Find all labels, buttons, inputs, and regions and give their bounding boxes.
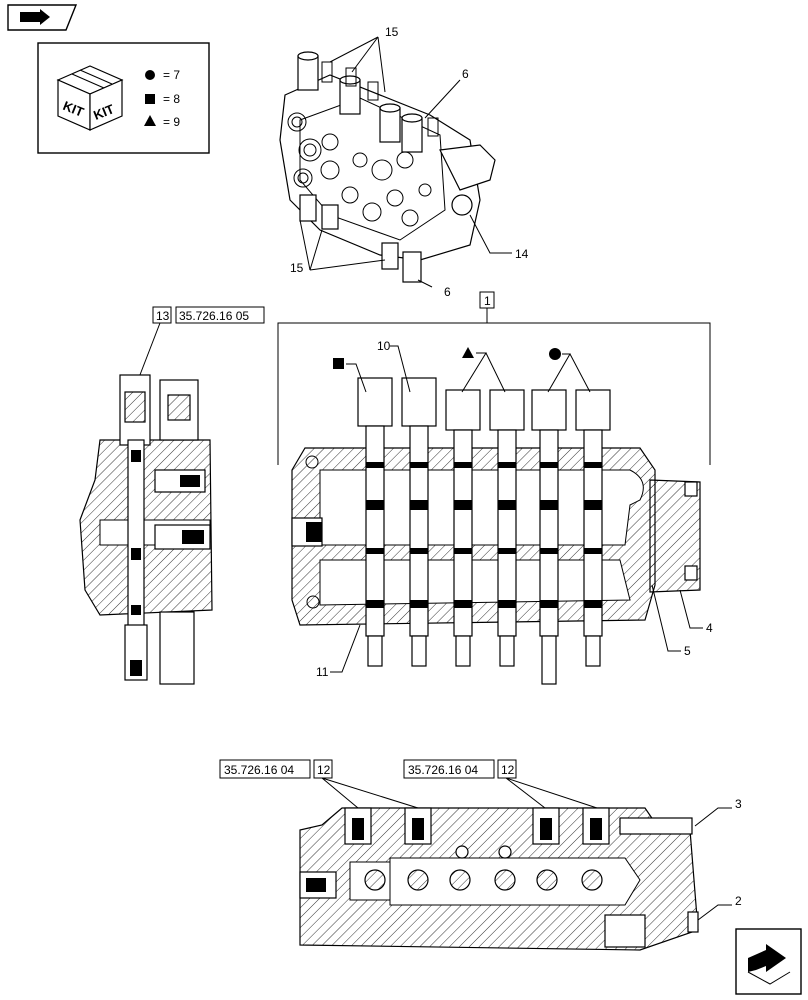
valve-3d-view xyxy=(279,51,496,283)
callout-5: 5 xyxy=(684,644,691,658)
spool-5 xyxy=(531,389,567,685)
callout-1: 1 xyxy=(484,294,491,308)
callout-14: 14 xyxy=(515,247,529,261)
kit-label-right: KIT xyxy=(91,101,116,123)
callout-11: 11 xyxy=(316,665,329,679)
spool-4 xyxy=(489,389,525,667)
spool-1 xyxy=(357,377,393,667)
spool-6 xyxy=(575,389,611,667)
front-section-view xyxy=(291,377,701,685)
top-leader-lines xyxy=(299,36,512,288)
callout-12-left: 12 xyxy=(317,763,331,777)
square-symbol-icon xyxy=(145,94,155,104)
ref-35-726-16-04-left: 35.726.16 04 xyxy=(224,763,294,777)
return-button[interactable] xyxy=(735,928,802,995)
kit-box-icon: KIT KIT xyxy=(56,65,124,131)
callout-6-top: 6 xyxy=(462,67,469,81)
callout-13: 13 xyxy=(156,309,170,323)
reference-labels-bottom: 35.726.16 04 12 35.726.16 04 12 xyxy=(219,759,598,809)
spool-3 xyxy=(445,389,481,667)
bottom-section-view xyxy=(299,807,699,951)
callout-15-top: 15 xyxy=(385,25,399,39)
previous-page-button[interactable] xyxy=(7,4,78,31)
callout-3: 3 xyxy=(735,797,742,811)
forward-arrow-icon xyxy=(20,9,50,25)
return-arrow-icon xyxy=(747,944,791,985)
callout-15-bottom: 15 xyxy=(290,261,304,275)
callout-10: 10 xyxy=(377,339,391,353)
callout-12-right: 12 xyxy=(501,763,515,777)
callout-2: 2 xyxy=(735,894,742,908)
circle-symbol-icon xyxy=(145,70,155,80)
circle-marker-icon xyxy=(549,348,561,360)
side-section-view: 13 35.726.16 05 xyxy=(79,306,265,685)
legend-circle-text: = 7 xyxy=(163,68,180,82)
callout-6-bottom: 6 xyxy=(444,285,451,299)
kit-label-left: KIT xyxy=(61,98,86,120)
square-marker-icon xyxy=(333,358,344,369)
callout-1-group: 1 xyxy=(277,291,711,465)
ref-35-726-16-05: 35.726.16 05 xyxy=(179,309,249,323)
spool-2 xyxy=(401,377,437,667)
legend-square-text: = 8 xyxy=(163,92,180,106)
triangle-symbol-icon xyxy=(144,115,156,126)
legend-triangle-text: = 9 xyxy=(163,115,180,129)
kit-legend: KIT KIT = 7 = 8 = 9 xyxy=(37,42,210,154)
callout-4: 4 xyxy=(706,621,713,635)
ref-35-726-16-04-right: 35.726.16 04 xyxy=(408,763,478,777)
triangle-marker-icon xyxy=(462,347,474,358)
